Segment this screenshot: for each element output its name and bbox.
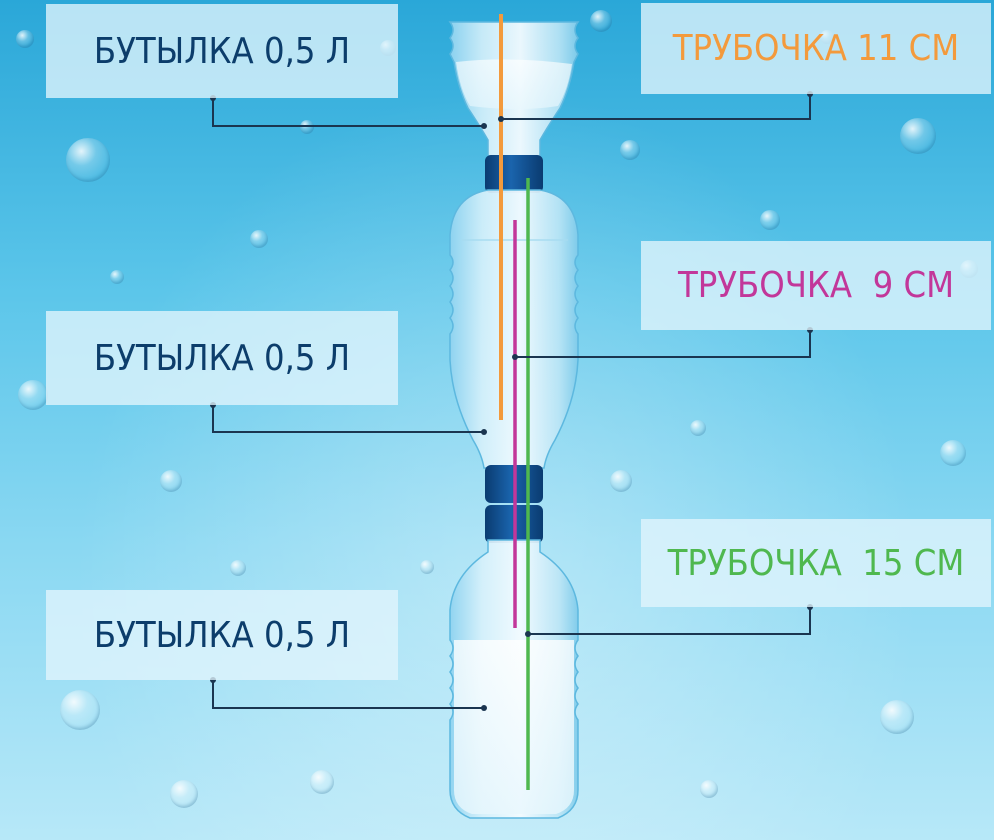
water-drop xyxy=(590,10,612,32)
water-drop xyxy=(610,470,632,492)
leader-line-bottle-bottom xyxy=(212,680,484,709)
bottle-cap xyxy=(485,155,543,193)
water-drop xyxy=(16,30,34,48)
water-drop xyxy=(310,770,334,794)
water-drop xyxy=(690,420,706,436)
water-drop xyxy=(18,380,48,410)
water-drop xyxy=(900,118,936,154)
water-drop xyxy=(60,690,100,730)
label-bottle-top: БУТЫЛКА 0,5 Л xyxy=(46,4,398,98)
label-bottle-bottom: БУТЫЛКА 0,5 Л xyxy=(46,590,398,680)
label-straw-purple: ТРУБОЧКА 9 СМ xyxy=(641,241,991,330)
bottle-bottom xyxy=(449,539,579,819)
water-drop xyxy=(760,210,780,230)
water-drop xyxy=(250,230,268,248)
water-drop xyxy=(110,270,124,284)
bottle-top xyxy=(448,21,580,157)
water-drop xyxy=(66,138,110,182)
label-straw-orange: ТРУБОЧКА 11 СМ xyxy=(641,3,991,94)
leader-line-bottle-middle xyxy=(212,405,484,433)
label-straw-green: ТРУБОЧКА 15 СМ xyxy=(641,519,991,607)
leader-line-straw-orange xyxy=(501,94,811,120)
water-drop xyxy=(160,470,182,492)
water-drop xyxy=(230,560,246,576)
water-drop xyxy=(420,560,434,574)
water-drop xyxy=(170,780,198,808)
label-bottle-middle: БУТЫЛКА 0,5 Л xyxy=(46,311,398,405)
water-drop xyxy=(940,440,966,466)
water-drop xyxy=(700,780,718,798)
leader-line-bottle-top xyxy=(212,98,484,127)
water-drop xyxy=(880,700,914,734)
leader-line-straw-green xyxy=(528,607,811,635)
leader-lines xyxy=(212,94,811,709)
leader-line-straw-purple xyxy=(515,330,811,358)
water-drop xyxy=(620,140,640,160)
